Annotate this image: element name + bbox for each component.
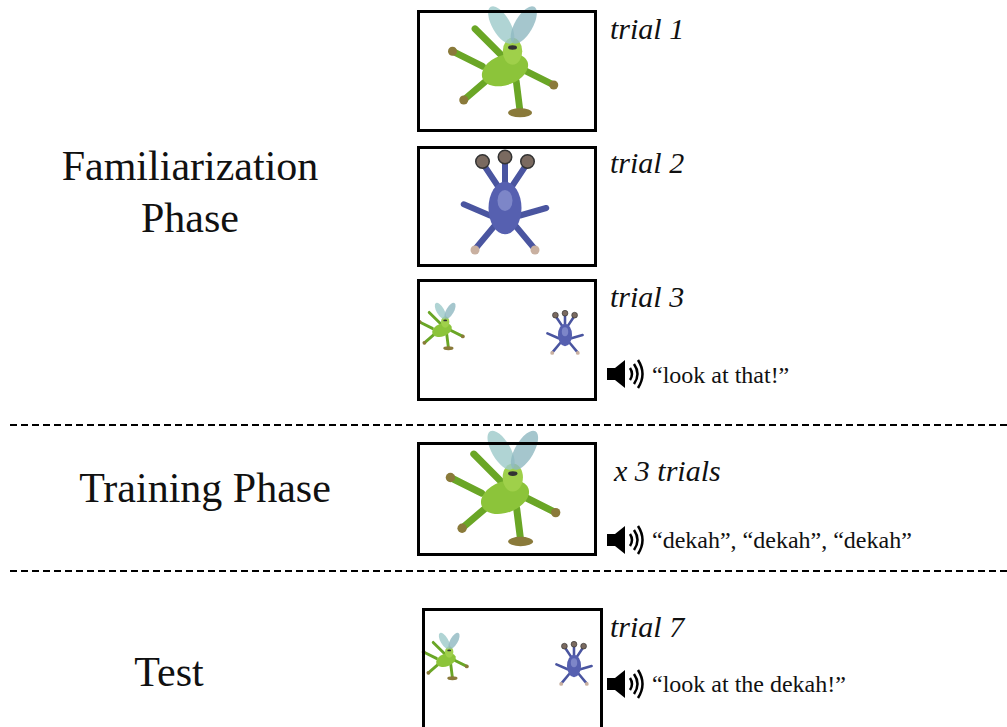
trial-label: x 3 trials	[614, 454, 721, 487]
phase-label: Familiarization Phase	[25, 140, 355, 245]
trial-label: trial 7	[610, 610, 684, 643]
speech-text: “look at the dekah!”	[652, 671, 846, 697]
trial-label: trial 3	[610, 280, 684, 313]
speaker-icon	[607, 670, 643, 698]
trial-frame: trial 1	[417, 10, 597, 132]
blue-creature	[556, 641, 591, 685]
trial-label: trial 1	[610, 12, 684, 45]
green-creature	[422, 631, 469, 680]
blue-creature	[464, 150, 547, 254]
phase-label: Training Phase	[40, 462, 370, 515]
green-creature	[418, 301, 465, 350]
trial-frame: trial 2	[417, 146, 597, 267]
blue-creature	[547, 310, 582, 354]
trial-frame: x 3 trials“dekah”, “dekah”, “dekah”	[417, 442, 597, 556]
speaker-icon	[607, 360, 643, 388]
trial-frame: trial 7“look at the dekah!”	[422, 608, 603, 727]
trial-label: trial 2	[610, 146, 684, 179]
speech-text: “look at that!”	[652, 362, 789, 388]
dashed-divider	[10, 425, 1007, 571]
green-creature	[448, 2, 558, 117]
speaker-icon	[607, 526, 643, 554]
speech-text: “dekah”, “dekah”, “dekah”	[652, 527, 912, 553]
phase-label: Test	[4, 646, 334, 699]
trial-frame: trial 3“look at that!”	[417, 279, 597, 401]
